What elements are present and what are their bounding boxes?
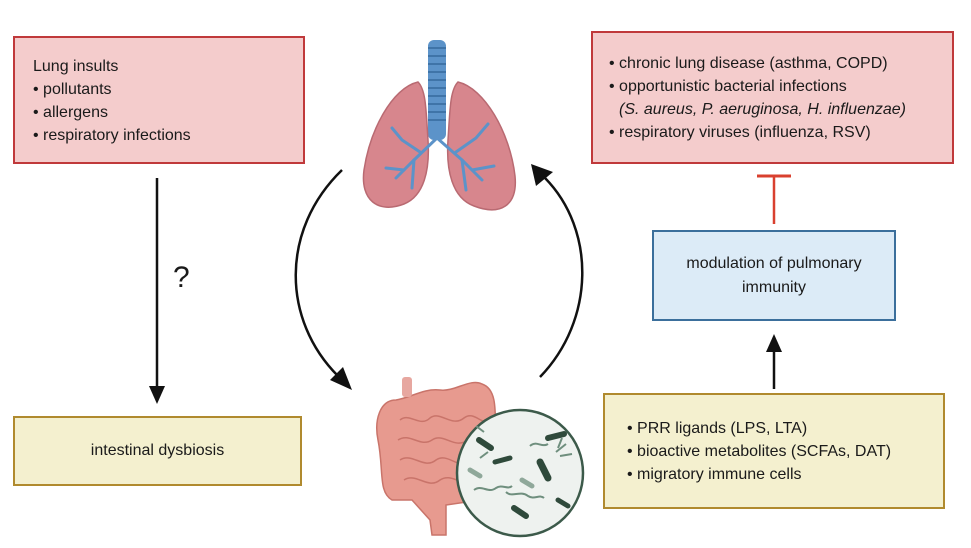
- disease-item: • respiratory viruses (influenza, RSV): [609, 124, 871, 141]
- modulation-line: modulation of pulmonary: [686, 254, 862, 272]
- arrow-gut-to-lungs: [531, 164, 584, 378]
- factor-item: • bioactive metabolites (SCFAs, DAT): [627, 443, 892, 460]
- inhibition-bar: [757, 174, 791, 224]
- disease-item: • chronic lung disease (asthma, COPD): [609, 55, 888, 72]
- lung-insults-box: Lung insults • pollutants • allergens • …: [13, 36, 305, 164]
- lungs-icon: [362, 40, 516, 211]
- lung-insults-title: Lung insults: [33, 58, 119, 75]
- factor-item: • PRR ligands (LPS, LTA): [627, 420, 808, 437]
- disease-pathogens: (S. aureus, P. aeruginosa, H. influenzae…: [619, 101, 906, 118]
- arrow-insults-to-dysbiosis: [149, 178, 165, 404]
- gut-factors-box: • PRR ligands (LPS, LTA) • bioactive met…: [603, 393, 945, 509]
- question-mark: ?: [173, 261, 190, 294]
- lung-insult-item: • respiratory infections: [33, 127, 191, 144]
- modulation-line: immunity: [741, 278, 806, 296]
- intestinal-dysbiosis-box: intestinal dysbiosis: [13, 416, 302, 486]
- pulmonary-immunity-box: modulation of pulmonary immunity: [652, 230, 896, 321]
- lung-diseases-box: • chronic lung disease (asthma, COPD) • …: [591, 31, 954, 164]
- dysbiosis-label: intestinal dysbiosis: [90, 442, 225, 459]
- disease-item: • opportunistic bacterial infections: [609, 78, 847, 95]
- microbiota-icon: [455, 408, 585, 538]
- arrow-lungs-to-gut: [294, 169, 352, 390]
- arrow-factors-to-modulation: [766, 334, 782, 389]
- lung-insult-item: • pollutants: [33, 81, 112, 98]
- lung-insult-item: • allergens: [33, 104, 108, 121]
- factor-item: • migratory immune cells: [627, 466, 802, 483]
